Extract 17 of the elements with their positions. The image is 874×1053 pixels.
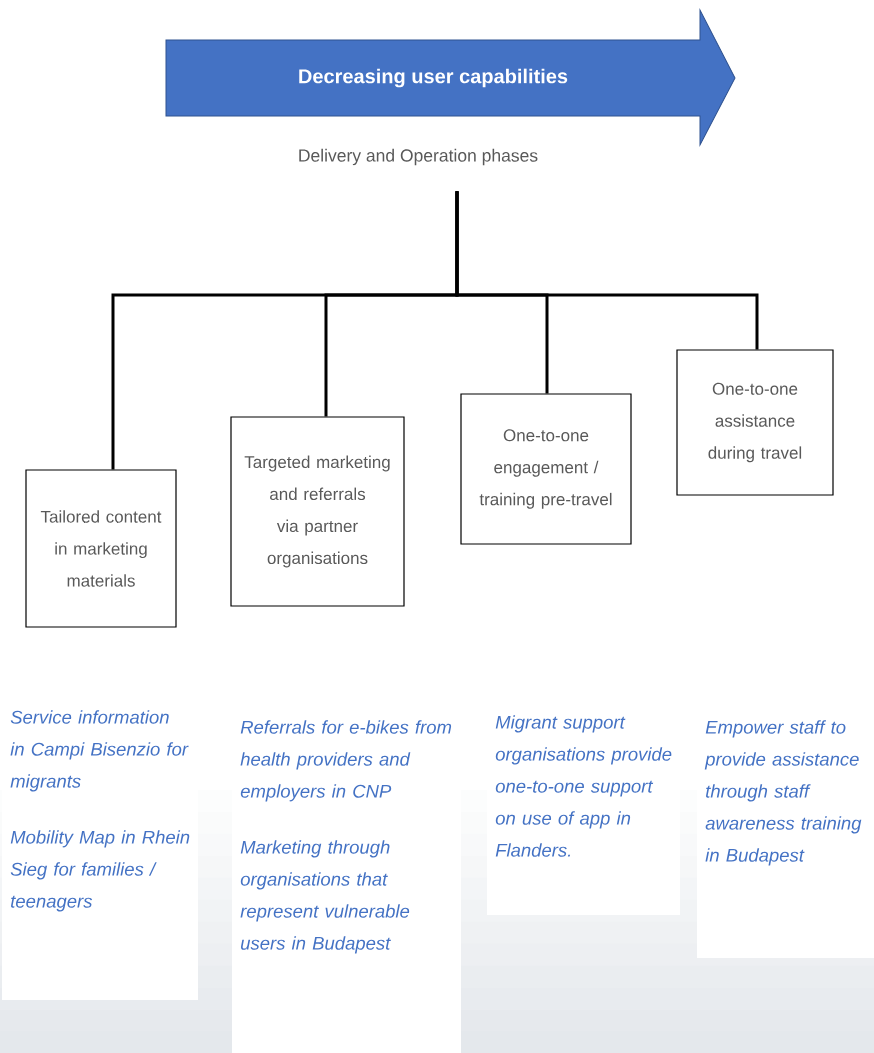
process-box: One-to-one assistance during travel (676, 349, 834, 496)
example-card: Migrant support organisations provide one-to-one support on use of app in Flanders. (487, 705, 680, 915)
node-label: Service information in Campi Bisenzio for migrants (10, 710, 189, 792)
node-label: Migrant support organisations provide one-to-one support on use of app in Flanders. (495, 715, 672, 857)
example-card: Empower staff to provide assistance through staff awareness training in Budapest (697, 710, 874, 958)
connector-line (455, 191, 759, 350)
node-label: Empower staff to provide assistance through staff awareness training in Budapest (704, 720, 862, 866)
process-box: Tailored content in marketing materials (25, 469, 177, 628)
node-label: Marketing through organisations that represent vulnerable users in Budapest (240, 840, 410, 954)
node-label: Mobility Map in Rhein Sieg for families / teenagers (10, 830, 190, 912)
heading-text: Delivery and Operation phases (299, 148, 538, 166)
example-card: Referrals for e-bikes from health providers and employers in CNP Marketing through organisations that represent vulnerable users in Budapest (232, 710, 461, 1053)
example-card: Service information in Campi Bisenzio for migrants Mobility Map in Rhein Sieg for families / teenagers (2, 700, 198, 1000)
process-box: Targeted marketing and referrals via partner organisations (230, 416, 405, 607)
arrow-banner: Decreasing user capabilities (165, 9, 736, 146)
node-label: Referrals for e-bikes from health providers and employers in CNP (240, 720, 452, 802)
process-box: One-to-one engagement / training pre-travel (460, 393, 632, 545)
